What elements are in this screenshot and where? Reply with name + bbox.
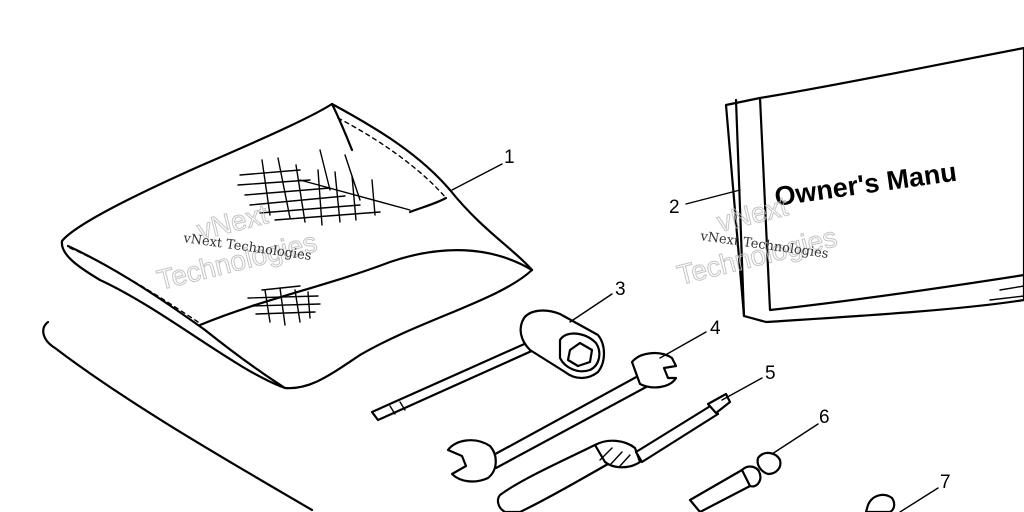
- pouch-texture: [237, 149, 411, 326]
- callout-3: 3: [615, 279, 626, 300]
- screwdriver: [496, 392, 732, 512]
- callout-4: 4: [710, 318, 721, 339]
- callout-6: 6: [819, 407, 830, 428]
- owners-manual: Owner's Manu: [724, 46, 1024, 324]
- callout-1: 1: [504, 147, 515, 168]
- callout-7: 7: [940, 472, 951, 493]
- tool-pouch: [60, 102, 534, 390]
- part-6: [688, 451, 782, 512]
- spark-plug-wrench: [370, 309, 606, 422]
- callout-5: 5: [765, 363, 776, 384]
- part-7: [864, 493, 896, 512]
- open-end-wrench: [446, 352, 678, 483]
- callout-2: 2: [669, 197, 680, 218]
- leader-lines: [451, 163, 939, 512]
- base-outline: [42, 320, 314, 512]
